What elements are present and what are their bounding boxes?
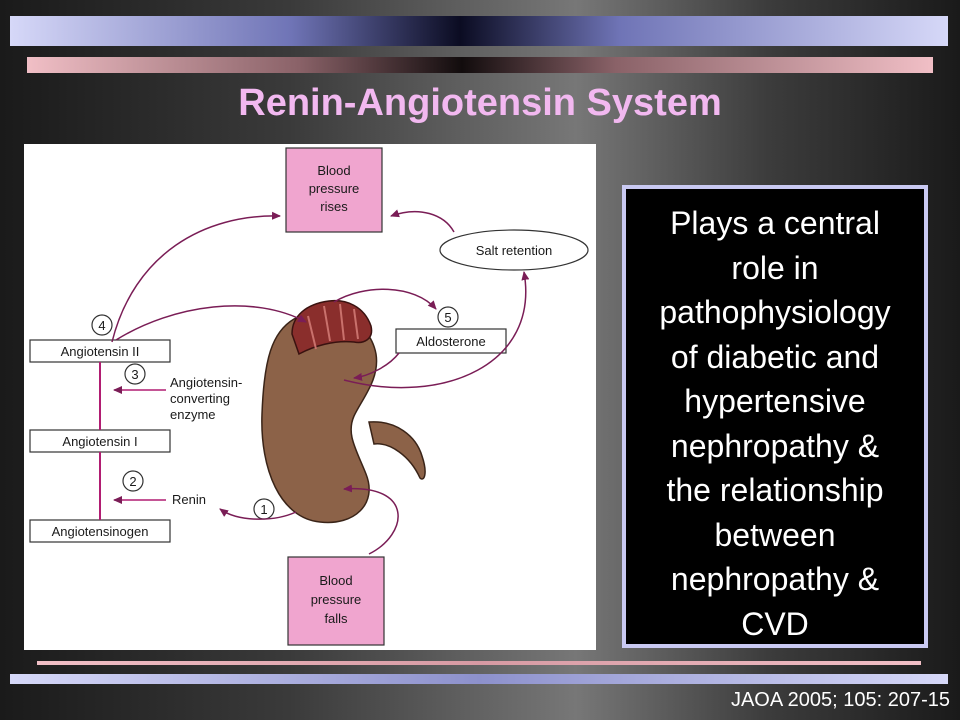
bp-falls-line-2: pressure (311, 592, 362, 607)
flow-arrows (111, 209, 530, 555)
arrow-bp-falls-to-kidney (343, 484, 399, 555)
bp-rises-line-2: pressure (309, 181, 360, 196)
svg-text:Angiotensinogen: Angiotensinogen (52, 524, 149, 539)
renin-label: Renin (172, 492, 206, 507)
slide-title: Renin-Angiotensin System (238, 82, 722, 124)
ureter (368, 421, 426, 480)
svg-text:Aldosterone: Aldosterone (416, 334, 485, 349)
salt-retention-ellipse: Salt retention (439, 229, 589, 271)
svg-text:3: 3 (131, 367, 138, 382)
arrow-kidney-to-renin (219, 508, 297, 520)
adrenal-gland (291, 299, 373, 356)
svg-text:2: 2 (129, 474, 136, 489)
kidney-body (261, 311, 378, 524)
angiotensinogen-box: Angiotensinogen (29, 519, 171, 543)
svg-text:Angiotensin I: Angiotensin I (62, 434, 137, 449)
arrow-angii-to-bp-rises (111, 211, 281, 343)
central-role-textbox: Plays a central role in pathophysiology … (622, 185, 928, 648)
step-5-circle: 5 (437, 306, 459, 328)
step-4-circle: 4 (91, 314, 113, 336)
arrow-angii-to-adrenal (115, 305, 307, 341)
arrow-adrenal-to-aldosterone (333, 288, 437, 310)
arrow-kidney-to-salt (343, 271, 530, 389)
svg-text:5: 5 (444, 310, 451, 325)
arrow-aldosterone-to-kidney (353, 352, 400, 381)
kidney-illustration (261, 299, 426, 524)
svg-text:4: 4 (98, 318, 105, 333)
ras-diagram: Blood pressure rises Blood pressure fall… (24, 144, 596, 650)
bp-rises-box: Blood pressure rises (285, 147, 383, 233)
ace-label-line-1: Angiotensin- (170, 375, 242, 390)
step-1-circle: 1 (253, 498, 275, 520)
bp-falls-line-3: falls (324, 611, 348, 626)
aldosterone-box: Aldosterone (395, 328, 507, 354)
bp-rises-line-3: rises (320, 199, 348, 214)
bp-rises-line-1: Blood (317, 163, 350, 178)
step-3-circle: 3 (124, 363, 146, 385)
citation: JAOA 2005; 105: 207-15 (730, 689, 950, 711)
angiotensin-i-box: Angiotensin I (29, 429, 171, 453)
ace-label-line-3: enzyme (170, 407, 216, 422)
svg-text:Salt retention: Salt retention (476, 243, 553, 258)
angiotensin-ii-box: Angiotensin II (29, 339, 171, 363)
bottom-pink-bar (37, 661, 921, 665)
bottom-blue-bar (10, 674, 948, 684)
bp-falls-box: Blood pressure falls (287, 556, 385, 646)
svg-text:Angiotensin II: Angiotensin II (61, 344, 140, 359)
top-pink-bar (27, 57, 933, 73)
step-2-circle: 2 (122, 470, 144, 492)
bp-falls-line-1: Blood (319, 573, 352, 588)
arrow-salt-to-bp-rises (390, 209, 455, 233)
ace-label-line-2: converting (170, 391, 230, 406)
svg-text:1: 1 (260, 502, 267, 517)
top-blue-bar (10, 16, 948, 46)
